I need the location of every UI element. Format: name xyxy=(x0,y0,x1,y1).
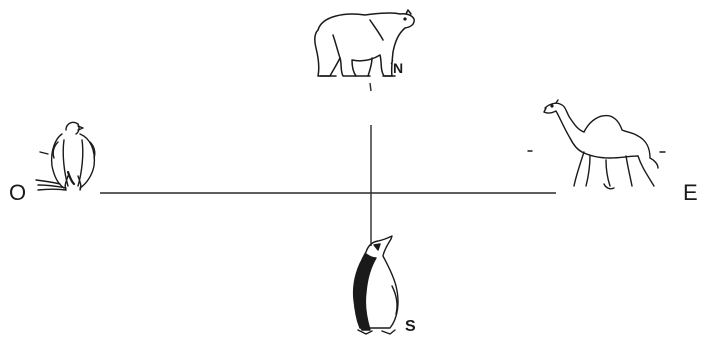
penguin-icon xyxy=(354,236,398,334)
east-label: E xyxy=(683,180,698,206)
eagle-icon xyxy=(36,122,95,190)
south-label: S xyxy=(405,318,416,336)
north-label: N xyxy=(393,60,403,76)
west-label: O xyxy=(9,180,26,206)
north-tick xyxy=(370,83,371,91)
camel-icon xyxy=(528,100,665,189)
